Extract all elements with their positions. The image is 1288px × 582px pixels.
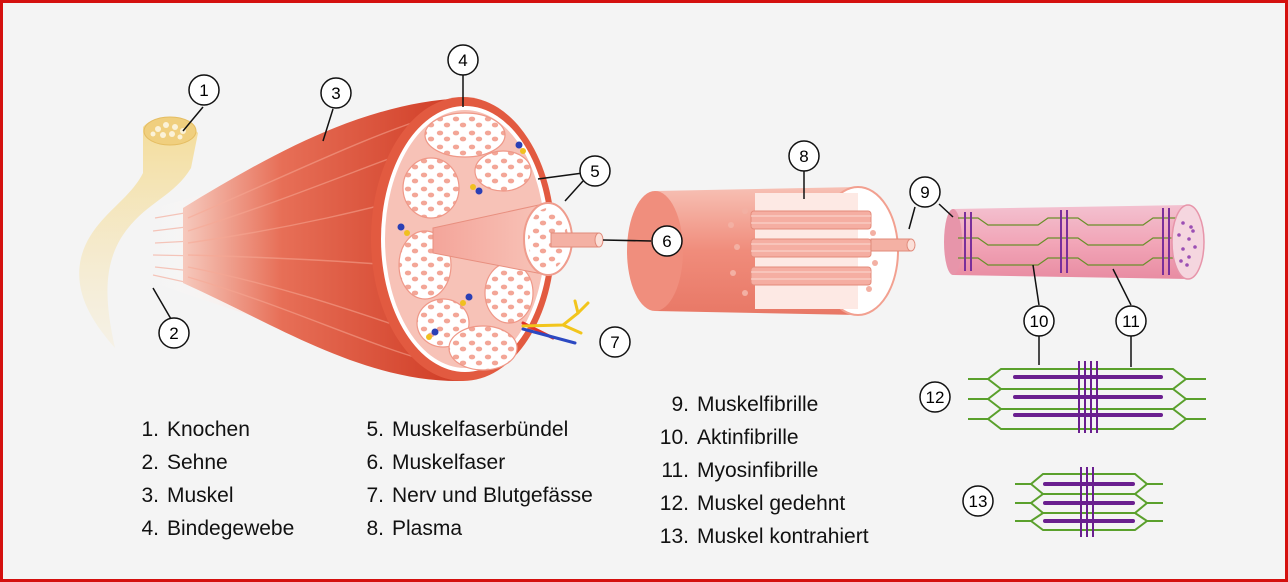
callout-12: 12 — [919, 381, 951, 413]
legend-number: 5. — [366, 418, 384, 441]
svg-text:11: 11 — [1122, 312, 1140, 331]
legend-item: 12. Muskel gedehnt — [643, 487, 869, 520]
legend-item: 2. Sehne — [123, 446, 294, 479]
legend-number: 8. — [366, 517, 384, 540]
legend-number: 3. — [141, 484, 159, 507]
legend-label: Aktinfibrille — [697, 426, 799, 449]
svg-text:8: 8 — [799, 147, 808, 166]
legend-label: Knochen — [167, 418, 250, 441]
svg-text:2: 2 — [169, 324, 178, 343]
legend-item: 1. Knochen — [123, 413, 294, 446]
legend-label: Muskel gedehnt — [697, 492, 846, 515]
legend-item: 10. Aktinfibrille — [643, 421, 869, 454]
legend-number: 11. — [661, 459, 689, 482]
legend-item: 6. Muskelfaser — [348, 446, 593, 479]
sarcomere-contracted — [1015, 467, 1163, 537]
svg-text:4: 4 — [458, 51, 467, 70]
legend-label: Nerv und Blutgefässe — [392, 484, 593, 507]
legend-column-1: 1. Knochen 2. Sehne 3. Muskel 4. Bindegewebe — [123, 413, 294, 545]
legend-number: 1. — [141, 418, 159, 441]
legend-label: Bindegewebe — [167, 517, 295, 540]
svg-text:13: 13 — [969, 492, 988, 511]
legend-number: 7. — [366, 484, 384, 507]
legend-label: Muskel kontrahiert — [697, 525, 869, 548]
muscle-structure-diagram: 1 2 3 4 5 6 7 8 9 10 11 12 13 — [79, 44, 1206, 537]
legend-number: 6. — [366, 451, 384, 474]
legend-item: 8. Plasma — [348, 512, 593, 545]
legend-number: 10. — [659, 426, 689, 449]
legend-column-2: 5. Muskelfaserbündel 6. Muskelfaser 7. Nerv… — [348, 413, 593, 545]
legend-number: 13. — [659, 525, 689, 548]
svg-text:3: 3 — [331, 84, 340, 103]
callout-11: 11 — [1115, 305, 1147, 337]
myofibril — [944, 204, 1205, 280]
bone-shape — [79, 116, 198, 348]
legend-label: Muskel — [167, 484, 234, 507]
callout-2: 2 — [158, 317, 190, 349]
legend-number: 12. — [659, 492, 689, 515]
legend-item: 11. Myosinfibrille — [643, 454, 869, 487]
legend-label: Muskelfaser — [392, 451, 506, 474]
legend-item: 13. Muskel kontrahiert — [643, 520, 869, 553]
legend-number: 2. — [141, 451, 159, 474]
callout-9: 9 — [909, 176, 941, 208]
svg-text:5: 5 — [590, 162, 599, 181]
legend-label: Plasma — [392, 517, 463, 540]
legend-item: 9. Muskelfibrille — [643, 388, 869, 421]
callout-13: 13 — [962, 485, 994, 517]
legend-item: 4. Bindegewebe — [123, 512, 294, 545]
muscle-fiber-cylinder — [627, 186, 916, 316]
svg-text:9: 9 — [920, 183, 929, 202]
callout-1: 1 — [188, 74, 220, 106]
callout-4: 4 — [447, 44, 479, 76]
legend-item: 5. Muskelfaserbündel — [348, 413, 593, 446]
svg-text:7: 7 — [610, 333, 619, 352]
legend-label: Muskelfaserbündel — [392, 418, 569, 441]
legend-number: 4. — [141, 517, 159, 540]
leader-lines — [152, 75, 1132, 367]
callout-10: 10 — [1023, 305, 1055, 337]
svg-text:1: 1 — [199, 81, 208, 100]
legend-item: 3. Muskel — [123, 479, 294, 512]
callout-3: 3 — [320, 77, 352, 109]
nerve-and-vessels — [521, 299, 590, 345]
sarcomere-stretched — [968, 361, 1206, 433]
svg-text:12: 12 — [926, 388, 945, 407]
legend-label: Sehne — [167, 451, 228, 474]
muscle-cross-section — [371, 97, 604, 381]
legend-column-3: 9. Muskelfibrille 10. Aktinfibrille 11. Myo… — [643, 388, 869, 553]
svg-text:6: 6 — [662, 232, 671, 251]
callout-6: 6 — [651, 225, 683, 257]
legend-label: Muskelfibrille — [697, 393, 819, 416]
legend-item: 7. Nerv und Blutgefässe — [348, 479, 593, 512]
svg-text:10: 10 — [1030, 312, 1049, 331]
callout-5: 5 — [579, 155, 611, 187]
callout-7: 7 — [599, 326, 631, 358]
legend-number: 9. — [671, 393, 689, 416]
legend-label: Myosinfibrille — [697, 459, 819, 482]
callout-markers: 1 2 3 4 5 6 7 8 9 10 11 12 13 — [158, 44, 1147, 517]
callout-8: 8 — [788, 140, 820, 172]
